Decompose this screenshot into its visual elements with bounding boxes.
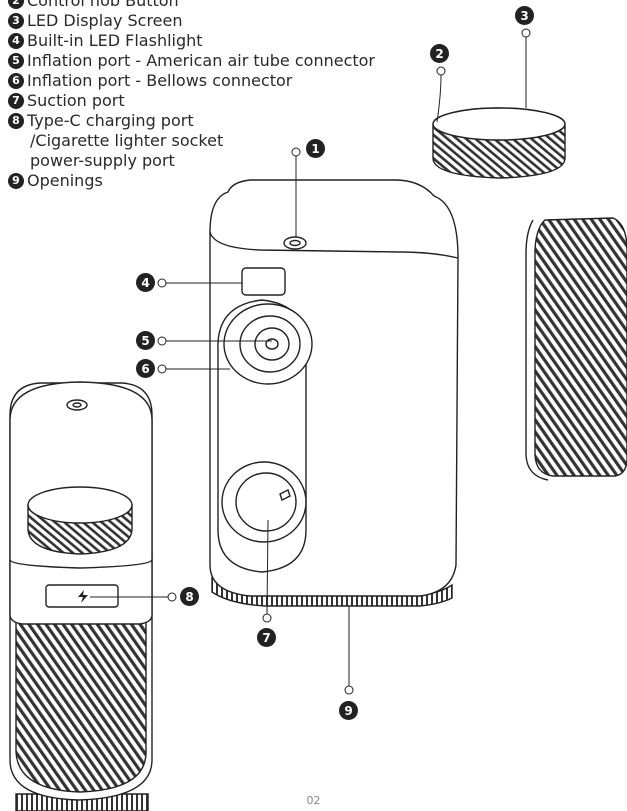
legend-number: 4 (8, 33, 24, 49)
rear-grille (15, 611, 147, 793)
legend-number: 2 (8, 0, 24, 9)
legend-text: Suction port (27, 91, 125, 110)
legend-text: Inflation port - American air tube conne… (27, 51, 376, 70)
callout-5: 5 (136, 331, 155, 350)
legend-number: 5 (8, 53, 24, 69)
legend-item-type-c-continued: power-supply port (27, 151, 175, 171)
legend-text: LED Display Screen (27, 11, 183, 30)
legend-number: 7 (8, 93, 24, 109)
legend-item-suction-port: 7 Suction port (8, 91, 125, 111)
callout-9: 9 (339, 701, 358, 720)
leader-lines (90, 28, 531, 695)
legend-number: 3 (8, 13, 24, 29)
legend-text: power-supply port (30, 151, 175, 170)
callout-1: 1 (306, 139, 325, 158)
callout-7: 7 (257, 628, 276, 647)
legend-item-type-c-continued: /Cigarette lighter socket (27, 131, 223, 151)
legend-text: Openings (27, 171, 103, 190)
page-number: 02 (306, 794, 321, 807)
legend-item-flashlight: 4 Built-in LED Flashlight (8, 31, 203, 51)
callout-4: 4 (136, 273, 155, 292)
legend-number: 6 (8, 73, 24, 89)
pump-top-edge (209, 231, 459, 259)
legend-text: Built-in LED Flashlight (27, 31, 203, 50)
callout-8: 8 (180, 587, 199, 606)
legend-text: /Cigarette lighter socket (30, 131, 224, 150)
rear-pump-body (9, 381, 153, 811)
legend-item-openings: 9 Openings (8, 171, 103, 191)
main-pump-body (209, 107, 627, 607)
legend-text: Type-C charging port (27, 111, 194, 130)
lightning-icon (78, 590, 88, 603)
callout-2: 2 (430, 44, 449, 63)
legend-item-display-screen: 3 LED Display Screen (8, 11, 183, 31)
legend-text: Inflation port - Bellows connector (27, 71, 293, 90)
legend-number: 8 (8, 113, 24, 129)
legend-item-type-c-port: 8 Type-C charging port (8, 111, 194, 131)
legend-item-control-knob: 2 Control nob Button (8, 0, 179, 11)
callout-3: 3 (515, 6, 534, 25)
callout-6: 6 (136, 359, 155, 378)
side-grille (534, 217, 627, 477)
legend-item-bellows-connector: 6 Inflation port - Bellows connector (8, 71, 292, 91)
flashlight-window (241, 267, 286, 296)
legend-number: 9 (8, 173, 24, 189)
legend-item-american-connector: 5 Inflation port - American air tube con… (8, 51, 375, 71)
legend-text: Control nob Button (27, 0, 179, 10)
